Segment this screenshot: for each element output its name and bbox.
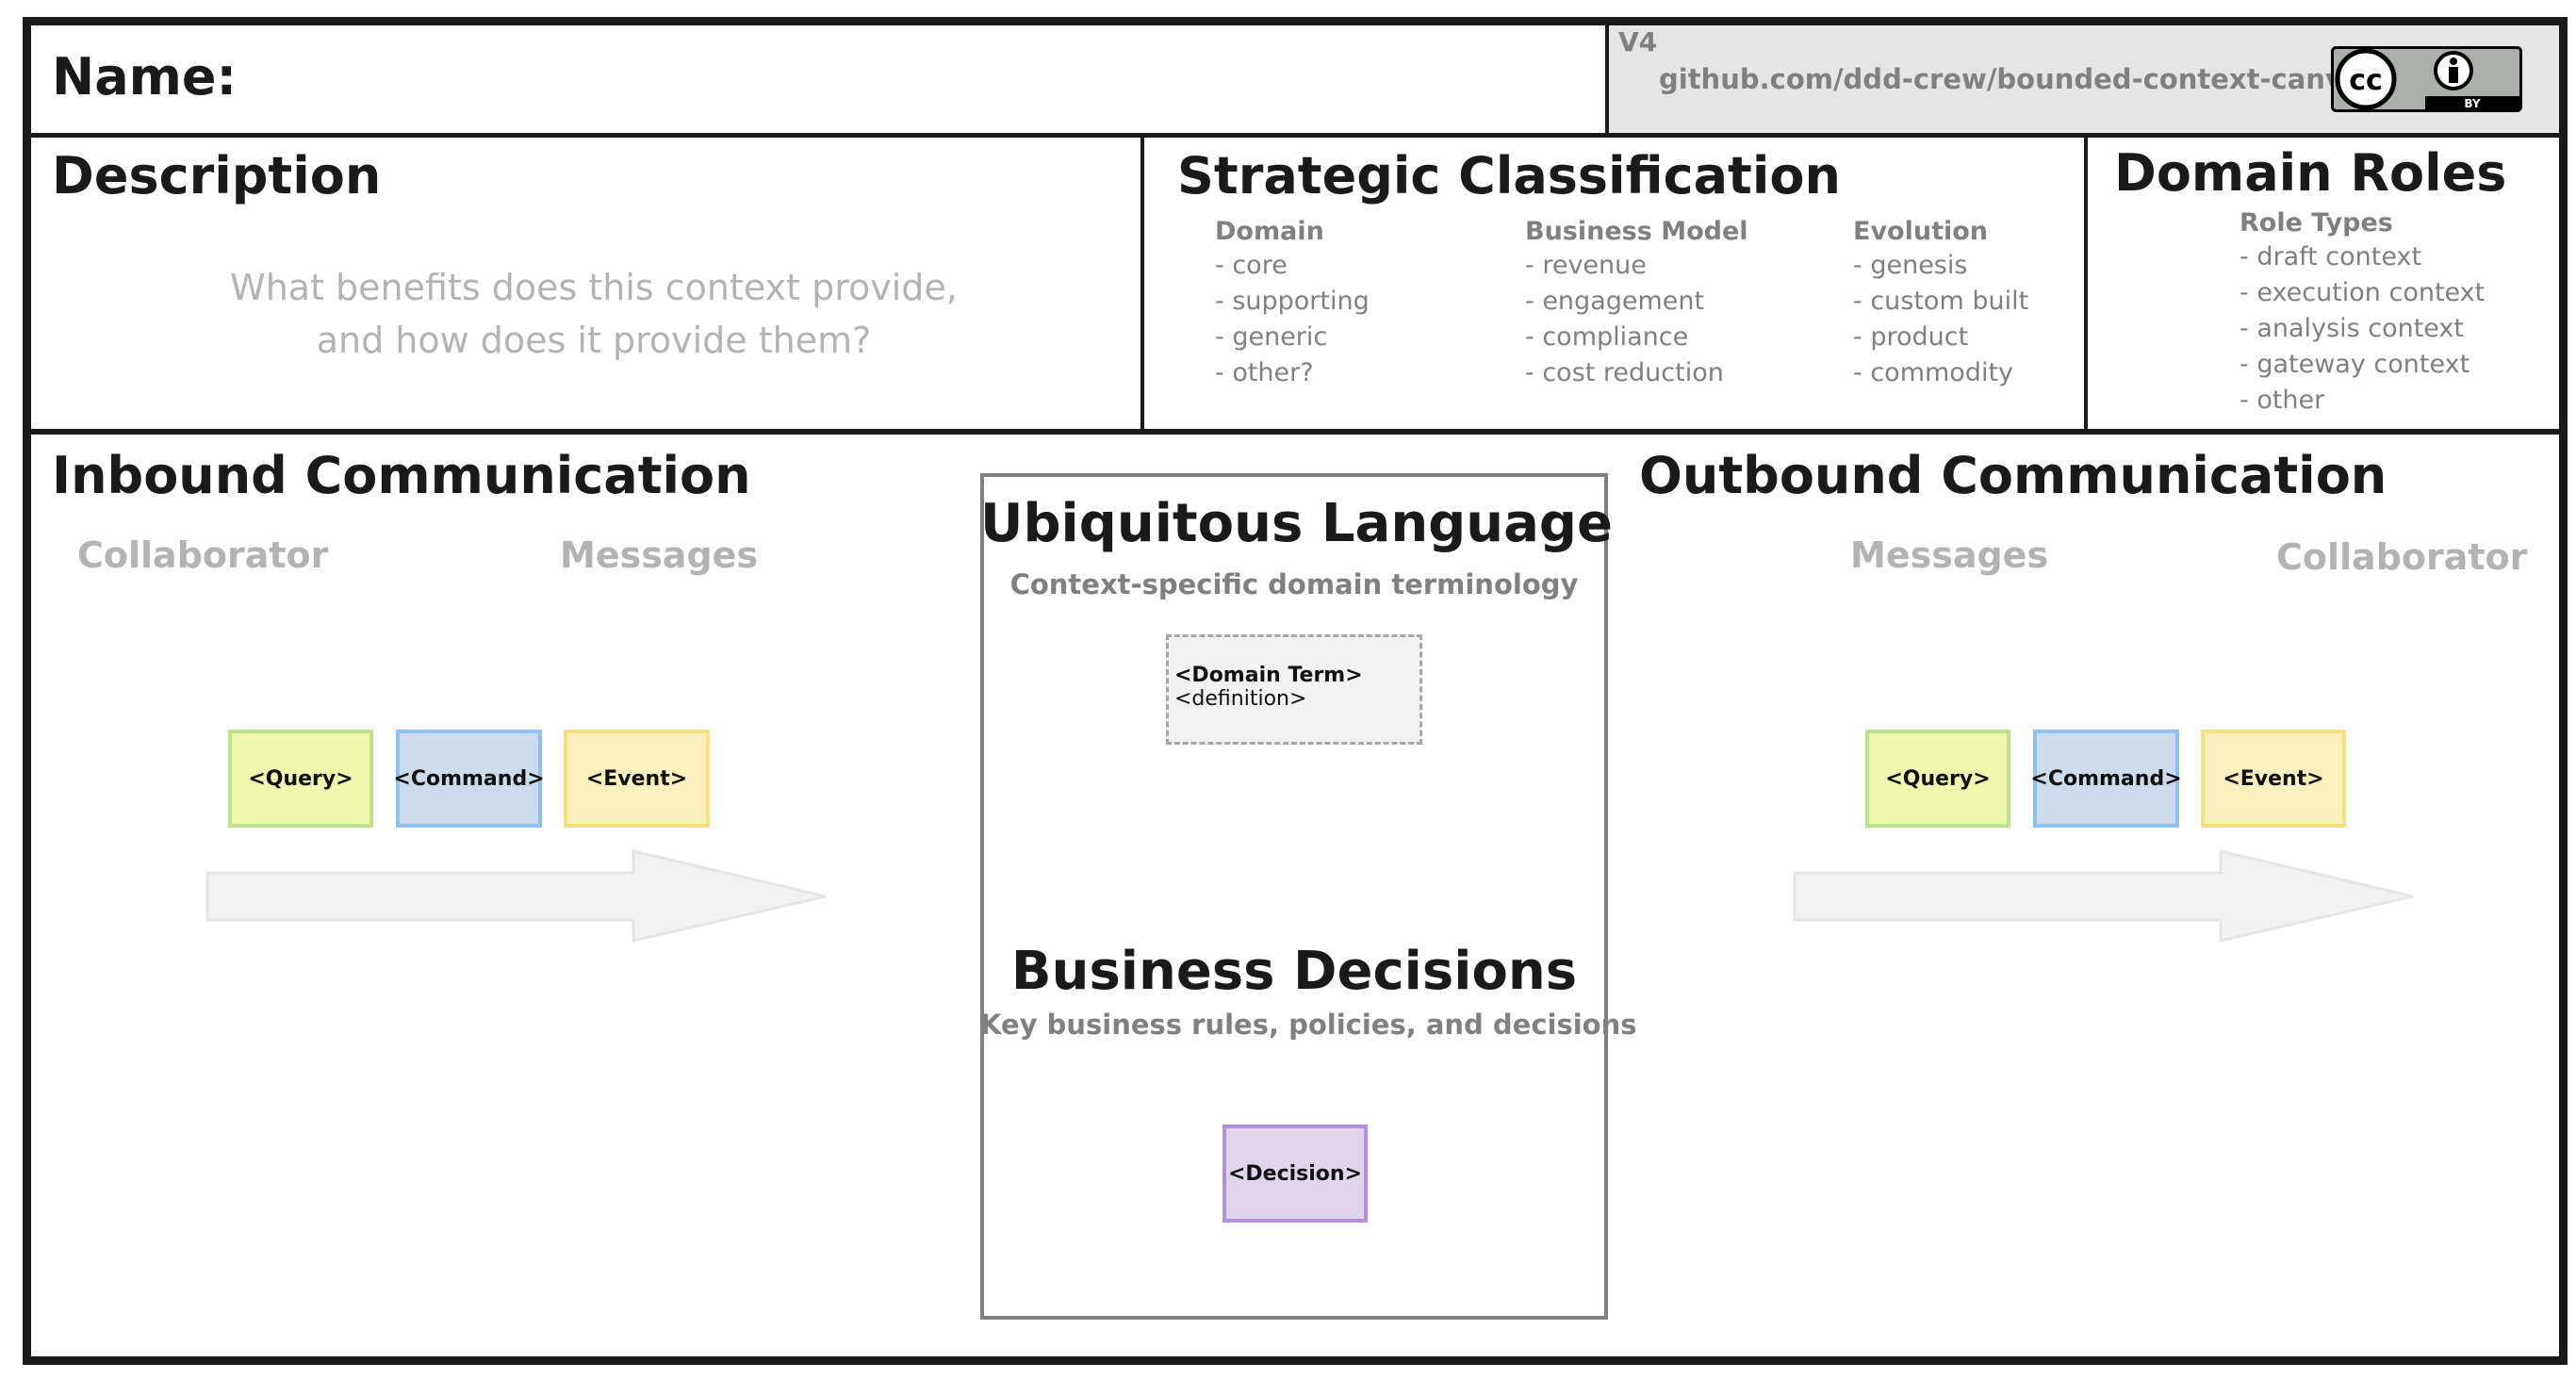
inbound-query-card[interactable]: <Query> bbox=[228, 730, 373, 828]
strategic-item: - compliance bbox=[1525, 322, 1689, 352]
role-types-heading: Role Types bbox=[2240, 208, 2393, 238]
inbound-messages-label: Messages bbox=[560, 534, 759, 576]
strategic-item: - genesis bbox=[1853, 251, 1968, 280]
outbound-command-card[interactable]: <Command> bbox=[2030, 730, 2182, 828]
role-item: - analysis context bbox=[2240, 314, 2464, 343]
divider-top-sections bbox=[23, 429, 2568, 435]
domain-roles-list: Role Types - draft context - execution c… bbox=[2240, 208, 2485, 419]
strategic-column-heading: Evolution bbox=[1853, 217, 1989, 246]
canvas-frame bbox=[23, 17, 2568, 1365]
license-text: BY bbox=[2464, 97, 2480, 110]
divider-header bbox=[23, 133, 2568, 138]
ubiquitous-language-subtitle: Context-specific domain terminology bbox=[1009, 568, 1579, 600]
role-item: - other bbox=[2240, 386, 2325, 415]
strategic-column-heading: Domain bbox=[1215, 217, 1324, 246]
outbound-query-card[interactable]: <Query> bbox=[1865, 730, 2010, 828]
description-hint-line-2: and how does it provide them? bbox=[316, 320, 872, 361]
repo-link[interactable]: github.com/ddd-crew/bounded-context-canv… bbox=[1659, 63, 2378, 95]
svg-text:cc: cc bbox=[2349, 64, 2383, 97]
description-title: Description bbox=[52, 146, 382, 205]
strategic-item: - commodity bbox=[1853, 358, 2014, 387]
domain-term-card[interactable]: <Domain Term> <definition> bbox=[1166, 634, 1422, 745]
outbound-collaborator-label: Collaborator bbox=[2276, 536, 2528, 578]
version-label: V4 bbox=[1618, 26, 1658, 57]
ubiquitous-language-title: Ubiquitous Language bbox=[980, 493, 1613, 554]
description-hint-line-1: What benefits does this context provide, bbox=[230, 267, 958, 308]
inbound-title: Inbound Communication bbox=[52, 446, 751, 505]
decision-card[interactable]: <Decision> bbox=[1222, 1125, 1368, 1223]
cc-by-license-icon: cc BY bbox=[2331, 46, 2522, 112]
outbound-flow-arrow bbox=[1793, 849, 2414, 943]
role-item: - draft context bbox=[2240, 242, 2422, 271]
strategic-item: - core bbox=[1215, 251, 1288, 280]
inbound-collaborator-label: Collaborator bbox=[77, 534, 329, 576]
domain-term: <Domain Term> bbox=[1174, 664, 1363, 687]
domain-roles-title: Domain Roles bbox=[2114, 143, 2507, 203]
outbound-event-card[interactable]: <Event> bbox=[2201, 730, 2346, 828]
domain-term-definition: <definition> bbox=[1174, 687, 1307, 711]
strategic-column-evolution: Evolution - genesis - custom built - pro… bbox=[1853, 217, 2028, 391]
strategic-item: - revenue bbox=[1525, 251, 1647, 280]
name-label: Name: bbox=[52, 47, 238, 107]
strategic-item: - custom built bbox=[1853, 287, 2029, 316]
strategic-column-heading: Business Model bbox=[1525, 217, 1748, 246]
strategic-column-business-model: Business Model - revenue - engagement - … bbox=[1525, 217, 1748, 391]
strategic-item: - other? bbox=[1215, 358, 1314, 387]
strategic-title: Strategic Classification bbox=[1177, 146, 1841, 205]
role-item: - gateway context bbox=[2240, 350, 2470, 379]
divider-description bbox=[1140, 133, 1144, 433]
divider-meta bbox=[1605, 17, 1609, 136]
outbound-title: Outbound Communication bbox=[1639, 446, 2387, 505]
role-item: - execution context bbox=[2240, 278, 2486, 307]
inbound-event-card[interactable]: <Event> bbox=[564, 730, 710, 828]
business-decisions-subtitle: Key business rules, policies, and decisi… bbox=[980, 1009, 1637, 1041]
inbound-command-card[interactable]: <Command> bbox=[393, 730, 545, 828]
strategic-item: - product bbox=[1853, 322, 1969, 352]
description-hint: What benefits does this context provide,… bbox=[226, 261, 961, 367]
strategic-column-domain: Domain - core - supporting - generic - o… bbox=[1215, 217, 1370, 391]
divider-strategic bbox=[2084, 133, 2088, 433]
outbound-messages-label: Messages bbox=[1850, 534, 2049, 576]
strategic-item: - generic bbox=[1215, 322, 1328, 352]
strategic-item: - cost reduction bbox=[1525, 358, 1724, 387]
center-panel bbox=[980, 473, 1608, 1320]
strategic-item: - engagement bbox=[1525, 287, 1705, 316]
strategic-item: - supporting bbox=[1215, 287, 1370, 316]
inbound-flow-arrow bbox=[205, 849, 827, 943]
business-decisions-title: Business Decisions bbox=[1010, 941, 1578, 1002]
